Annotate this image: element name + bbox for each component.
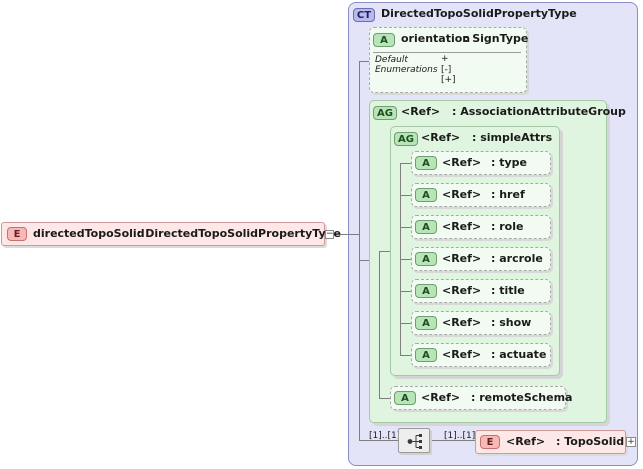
topo-solid-ref: <Ref>: [506, 435, 546, 448]
expand-icon: +: [627, 437, 635, 447]
default-label: Default: [375, 55, 408, 65]
attribute-name: : href: [491, 188, 525, 201]
attribute-href[interactable]: [411, 183, 551, 207]
complex-type-name: DirectedTopoSolidPropertyType: [381, 7, 577, 20]
attribute-badge: A: [415, 252, 437, 266]
attribute-badge: A: [415, 316, 437, 330]
connector-line: [359, 61, 360, 441]
attribute-group-badge: AG: [373, 106, 397, 120]
attribute-badge: A: [415, 284, 437, 298]
left-multiplicity: [1]..[1]: [369, 431, 401, 441]
orientation-name: orientation: [401, 32, 471, 45]
attribute-group-badge: AG: [394, 132, 418, 146]
root-element-name: directedTopoSolid: [33, 227, 145, 240]
attribute-name: : title: [491, 284, 525, 297]
attribute-ref: <Ref>: [442, 284, 482, 297]
default-value: +: [441, 54, 449, 64]
connector-line: [379, 398, 390, 399]
root-element-type: : DirectedTopoSolidPropertyType: [137, 227, 341, 240]
root-element-box[interactable]: [1, 222, 325, 246]
attribute-badge: A: [415, 188, 437, 202]
attribute-badge: A: [415, 348, 437, 362]
connector-line: [359, 440, 398, 441]
connector-line: [400, 195, 411, 196]
enumerations-label: Enumerations: [375, 65, 438, 75]
attribute-badge: A: [415, 156, 437, 170]
attribute-ref: <Ref>: [442, 252, 482, 265]
attribute-badge: A: [415, 220, 437, 234]
element-badge: E: [7, 227, 27, 241]
attribute-name: : actuate: [491, 348, 547, 361]
attribute-ref: <Ref>: [442, 188, 482, 201]
collapse-icon: −: [326, 229, 334, 239]
attribute-badge: A: [394, 391, 416, 405]
expand-button[interactable]: +: [626, 437, 636, 447]
attribute-name: : arcrole: [491, 252, 543, 265]
attribute-ref: <Ref>: [442, 348, 482, 361]
association-group-name: : AssociationAttributeGroup: [452, 105, 626, 118]
connector-line: [379, 251, 380, 399]
connector-line: [359, 61, 369, 62]
connector-line: [400, 259, 411, 260]
connector-line: [379, 251, 390, 252]
attribute-badge: A: [373, 33, 395, 47]
connector-line: [359, 260, 369, 261]
attribute-name: : show: [491, 316, 532, 329]
attribute-ref: <Ref>: [442, 316, 482, 329]
connector-line: [430, 440, 475, 441]
attribute-remote-schema[interactable]: [390, 386, 566, 410]
connector-line: [400, 227, 411, 228]
collapse-button[interactable]: −: [325, 230, 334, 239]
complex-type-badge: CT: [353, 8, 375, 22]
association-group-ref: <Ref>: [401, 105, 441, 118]
attribute-ref: <Ref>: [442, 220, 482, 233]
enumeration-value: [+]: [441, 75, 456, 85]
orientation-attribute-box[interactable]: [369, 27, 527, 93]
attribute-name: : role: [491, 220, 524, 233]
attribute-title[interactable]: [411, 279, 551, 303]
topo-solid-name: : TopoSolid: [556, 435, 625, 448]
connector-line: [334, 234, 360, 235]
right-multiplicity: [1]..[1]: [444, 431, 476, 441]
sequence-compositor[interactable]: [398, 428, 430, 453]
attribute-name: : remoteSchema: [471, 391, 573, 404]
connector-line: [400, 163, 411, 164]
connector-line: [400, 323, 411, 324]
sequence-icon: [407, 434, 422, 449]
orientation-divider: [373, 52, 521, 53]
attribute-name: : type: [491, 156, 527, 169]
orientation-type: : SignType: [464, 32, 529, 45]
enumeration-value: [-]: [441, 65, 452, 75]
connector-line: [400, 291, 411, 292]
connector-line: [400, 355, 411, 356]
simple-attrs-name: : simpleAttrs: [472, 131, 553, 144]
element-badge: E: [480, 435, 500, 449]
attribute-ref: <Ref>: [421, 391, 461, 404]
simple-attrs-ref: <Ref>: [421, 131, 461, 144]
topo-solid-element-box[interactable]: [475, 430, 626, 454]
attribute-ref: <Ref>: [442, 156, 482, 169]
